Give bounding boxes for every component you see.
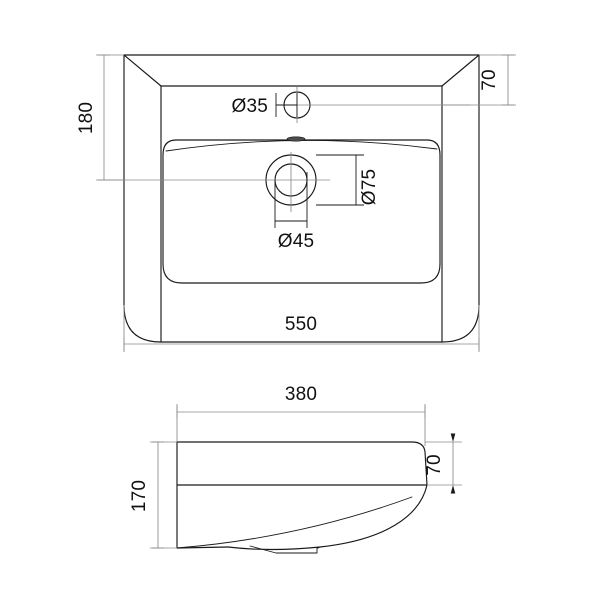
- side-rim-outline: [176, 441, 428, 486]
- dim-label-d45: Ø45: [278, 231, 315, 252]
- side-view-group: 380 170 70: [129, 384, 462, 554]
- top-view-group: 180 70 Ø35 Ø75 Ø45: [76, 54, 516, 352]
- dim-label-d75: Ø75: [359, 169, 380, 206]
- dim-label-550: 550: [285, 314, 317, 335]
- rear-ledge-right-chamfer: [441, 54, 480, 87]
- dim-label-170: 170: [129, 480, 150, 512]
- dim-label-70-top: 70: [479, 69, 500, 91]
- rear-ledge-left-chamfer: [123, 54, 162, 87]
- dim-label-70-side: 70: [424, 454, 445, 476]
- bowl-opening-outline: [162, 139, 441, 284]
- dim-label-380: 380: [285, 384, 317, 405]
- side-waste-notch-right: [317, 546, 321, 549]
- dim-label-d35: Ø35: [231, 96, 268, 117]
- side-base-line: [176, 546, 229, 549]
- side-lower-sweep-line: [176, 496, 413, 549]
- dim-label-180: 180: [76, 102, 97, 134]
- overflow-slot: [286, 136, 306, 142]
- side-waste-notch: [249, 545, 319, 554]
